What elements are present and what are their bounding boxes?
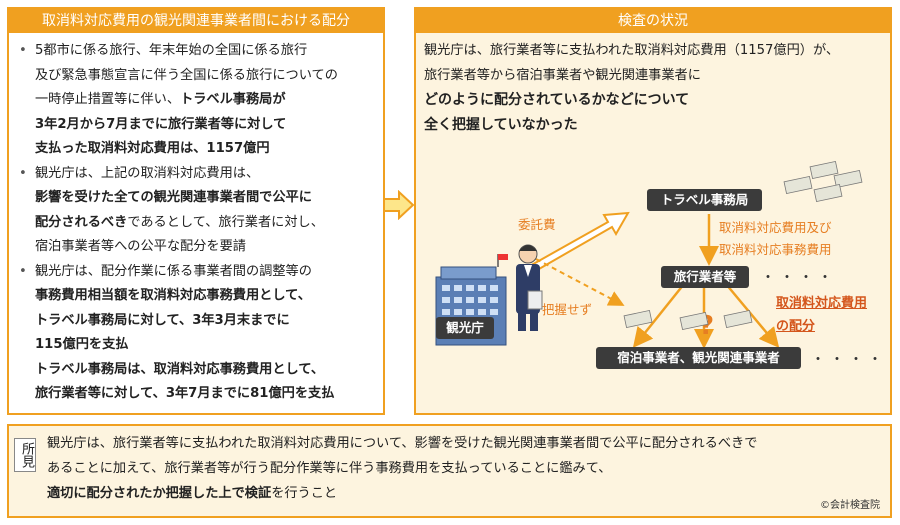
line: どのように配分されているかなどについて xyxy=(424,92,690,108)
line-part: であるとして、旅行業者に対し、 xyxy=(127,214,324,230)
travel-agencies-node: 旅行業者等 xyxy=(661,266,749,288)
commission-arrow xyxy=(526,211,630,275)
fan-arrow-left xyxy=(632,283,685,348)
line-part: 一時停止措置等に伴い、 xyxy=(35,92,181,107)
line: 全く把握していなかった xyxy=(424,116,578,133)
left-bullet-list: 5都市に係る旅行、年末年始の全国に係る旅行 及び緊急事態宣言に伴う全国に係る旅行… xyxy=(9,33,383,407)
inspection-intro: 観光庁は、旅行業者等に支払われた取消料対応費用（1157億円）が、 旅行業者等か… xyxy=(424,39,886,137)
line: 5都市に係る旅行、年末年始の全国に係る旅行 xyxy=(35,43,308,58)
line: 3年2月から7月までに旅行業者等に対して xyxy=(35,116,287,132)
money-stack-icon xyxy=(623,309,753,331)
line: 宿泊事業者等への公平な配分を要請 xyxy=(35,239,246,254)
line: 115億円を支払 xyxy=(35,337,129,352)
line: 観光庁は、上記の取消料対応費用は、 xyxy=(35,165,260,181)
left-panel-title: 取消料対応費用の観光関連事業者間における配分 xyxy=(9,9,383,33)
travel-bureau-node: トラベル事務局 xyxy=(647,189,762,211)
line: 支払った取消料対応費用は、1157億円 xyxy=(35,141,270,156)
line: 観光庁は、旅行業者等に支払われた取消料対応費用（1157億円）が、 xyxy=(424,43,840,58)
line: あることに加えて、旅行業者等が行う配分作業等に伴う事務費用を支払っていることに鑑… xyxy=(47,461,612,476)
lodging-node: 宿泊事業者、観光関連事業者 xyxy=(596,347,801,369)
line: 旅行業者等に対して、3年7月までに81億円を支払 xyxy=(35,386,335,401)
ellipsis-dots: ・・・・ xyxy=(761,270,837,286)
line: 配分されるべきであるとして、旅行業者に対し、 xyxy=(35,211,375,236)
line: 適切に配分されたか把握した上で検証を行うこと xyxy=(47,481,877,506)
left-panel: 取消料対応費用の観光関連事業者間における配分 5都市に係る旅行、年末年始の全国に… xyxy=(7,7,385,415)
fee-label-1: 取消料対応費用及び xyxy=(719,220,832,235)
line: 観光庁は、配分作業に係る事業者間の調整等の xyxy=(35,263,312,279)
fee-label-2: 取消料対応事務費用 xyxy=(719,242,832,257)
line: 観光庁は、旅行業者等に支払われた取消料対応費用について、影響を受けた観光関連事業… xyxy=(47,436,758,451)
line: トラベル事務局に対して、3年3月末までに xyxy=(35,312,290,328)
line-part-bold: 適切に配分されたか把握した上で検証 xyxy=(47,486,272,501)
bullet-2: 観光庁は、上記の取消料対応費用は、 影響を受けた全ての観光関連事業者間で公平に … xyxy=(19,162,375,260)
commission-fee-label: 委託費 xyxy=(518,217,556,232)
agency-label: 観光庁 xyxy=(436,317,494,339)
ellipsis-dots: ・・・・ xyxy=(811,352,887,368)
copyright: ©会計検査院 xyxy=(820,500,880,511)
fan-arrow-right xyxy=(725,283,780,348)
flow-diagram: ? xyxy=(435,211,780,349)
right-panel: 検査の状況 観光庁は、旅行業者等に支払われた取消料対応費用（1157億円）が、 … xyxy=(414,7,892,415)
line-part-bold: トラベル事務局が xyxy=(180,92,286,107)
bullet-1: 5都市に係る旅行、年末年始の全国に係る旅行 及び緊急事態宣言に伴う全国に係る旅行… xyxy=(19,39,375,162)
line-part: を行うこと xyxy=(271,486,338,501)
distribution-label-2: の配分 xyxy=(776,319,816,334)
line: 事務費用相当額を取消料対応事務費用として、 xyxy=(35,288,311,303)
finding-panel: 所見 観光庁は、旅行業者等に支払われた取消料対応費用について、影響を受けた観光関… xyxy=(7,424,892,518)
right-arrow-icon xyxy=(383,190,415,220)
line: 一時停止措置等に伴い、トラベル事務局が xyxy=(35,88,375,113)
money-stack-icon xyxy=(783,160,863,203)
distribution-label-1: 取消料対応費用 xyxy=(776,296,868,311)
line-part-bold: 配分されるべき xyxy=(35,214,128,230)
finding-label: 所見 xyxy=(14,438,36,472)
bullet-3: 観光庁は、配分作業に係る事業者間の調整等の 事務費用相当額を取消料対応事務費用と… xyxy=(19,260,375,407)
line: トラベル事務局は、取消料対応事務費用として、 xyxy=(35,361,325,377)
finding-text: 観光庁は、旅行業者等に支払われた取消料対応費用について、影響を受けた観光関連事業… xyxy=(47,431,877,506)
line: 旅行業者等から宿泊事業者や観光関連事業者に xyxy=(424,67,701,83)
not-grasped-arrow xyxy=(535,258,625,306)
not-grasped-label: 把握せず xyxy=(542,302,593,317)
line: 及び緊急事態宣言に伴う全国に係る旅行についての xyxy=(35,67,338,83)
official-person-icon xyxy=(516,244,543,331)
right-panel-title: 検査の状況 xyxy=(416,9,890,33)
line: 影響を受けた全ての観光関連事業者間で公平に xyxy=(35,190,312,205)
